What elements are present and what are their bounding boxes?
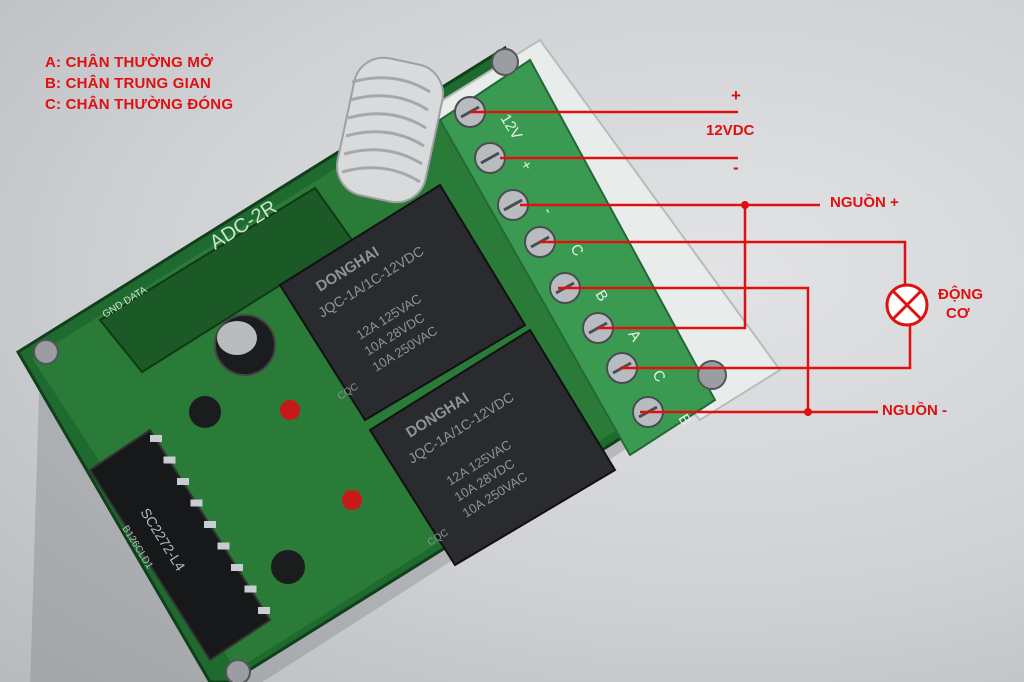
ic-pin — [163, 456, 176, 464]
ic-pin — [204, 521, 216, 528]
legend: A: CHÂN THƯỜNG MỞ B: CHÂN TRUNG GIAN C: … — [45, 52, 233, 115]
legend-a: A: CHÂN THƯỜNG MỞ — [45, 54, 214, 71]
screw-slot — [503, 198, 523, 212]
wire-c-to-minus — [558, 286, 810, 410]
relay-1: DONGHAI JQC-1A/1C-12VDC 12A 125VAC 10A 2… — [278, 183, 527, 422]
label-source-plus: NGUỒN + — [830, 194, 899, 211]
wiring — [470, 110, 912, 414]
label-minus: - — [733, 158, 739, 177]
ic-pin — [258, 607, 270, 614]
led-indicator — [280, 400, 300, 420]
legend-c: C: CHÂN THƯỜNG ĐÓNG — [45, 96, 234, 113]
wire-motor-a — [540, 240, 907, 285]
screw-slot — [480, 151, 500, 165]
wire-junction — [804, 408, 812, 416]
label-motor-line1: ĐỘNG — [938, 286, 983, 303]
wire-motor-b — [620, 325, 912, 370]
antenna-coil — [336, 56, 444, 204]
legend-b: B: CHÂN TRUNG GIAN — [45, 75, 212, 92]
label-source-minus: NGUỒN - — [882, 402, 947, 419]
motor-symbol — [885, 283, 929, 327]
ic-pin — [244, 585, 257, 593]
ic-pin — [177, 478, 189, 485]
ic-pin — [217, 542, 230, 550]
ic-pin — [190, 499, 203, 507]
capacitor — [189, 314, 305, 584]
wire-c-to-plus — [598, 205, 747, 330]
label-supply-voltage: 12VDC — [706, 122, 755, 139]
relay-2: DONGHAI JQC-1A/1C-12VDC 12A 125VAC 10A 2… — [368, 328, 617, 567]
label-motor-line2: CƠ — [946, 305, 970, 322]
led-indicator — [342, 490, 362, 510]
wire-junction — [741, 201, 749, 209]
ic-pin — [150, 435, 162, 442]
ic-pin — [231, 564, 243, 571]
label-plus: + — [731, 86, 741, 105]
